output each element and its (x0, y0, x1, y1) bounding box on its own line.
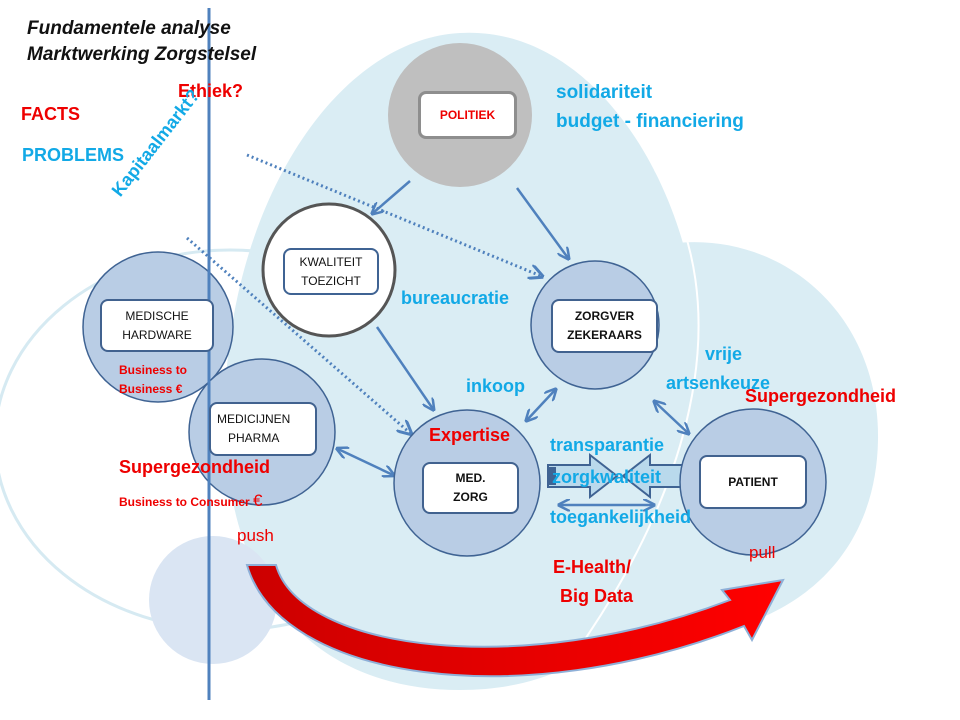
block-arrow-right (547, 452, 619, 500)
label-transparantie: transparantie (550, 435, 665, 455)
title-line-1: Fundamentele analyse (27, 18, 231, 39)
label-ehealth: E-Health/ (553, 557, 632, 577)
label-vrije: vrije (705, 344, 743, 364)
label-toegankelijkheid: toegankelijkheid (550, 507, 692, 527)
label-supergezondheid-left: Supergezondheid (119, 457, 271, 477)
label-inkoop: inkoop (466, 376, 525, 396)
label-budget-financiering: budget - financiering (556, 111, 744, 132)
title-line-2: Marktwerking Zorgstelsel (27, 44, 257, 65)
node-politiek: POLITIEK (418, 91, 517, 139)
main-background-blob (224, 32, 700, 691)
node-medicijnen-label: MEDICIJNEN PHARMA (217, 412, 291, 445)
arrow-politiek-kwaliteit (373, 180, 411, 213)
label-solidariteit: solidariteit (556, 82, 653, 103)
block-arrow-left (621, 452, 684, 500)
arrow-medicijnen-medzorg (338, 449, 393, 475)
label-zorgkwaliteit: zorgkwaliteit (552, 467, 662, 487)
label-artsenkeuze: artsenkeuze (666, 373, 771, 393)
label-big-data: Big Data (560, 586, 634, 606)
block-arrow-left-tail (548, 467, 556, 485)
legend-facts: FACTS (21, 104, 81, 124)
arrow-politiek-zorgverzekeraars (515, 187, 568, 258)
arrow-medzorg-zorgverzekeraars (527, 390, 555, 420)
label-b2b-line2: Business € (119, 382, 183, 396)
label-pull: pull (749, 543, 776, 562)
node-patient-label: PATIENT (728, 474, 778, 489)
node-medicijnen-pharma: MEDICIJNEN PHARMA (209, 402, 317, 456)
node-zorgverzekeraars-label: ZORGVER ZEKERAARS (567, 309, 642, 342)
label-expertise: Expertise (429, 425, 511, 445)
faded-circle (149, 536, 277, 664)
node-medische-hardware: MEDISCHE HARDWARE (100, 299, 214, 352)
node-patient: PATIENT (699, 455, 807, 509)
arrow-zorgverzekeraars-patient (655, 402, 688, 433)
label-b2b-line1: Business to (119, 363, 188, 377)
euro-sign: € (253, 491, 263, 510)
diagram-title: Fundamentele analyse Marktwerking Zorgst… (27, 16, 256, 68)
arrow-kwaliteit-medzorg (375, 326, 433, 409)
dotted-arrow-kapitaalmarkt-medzorg (186, 236, 410, 433)
push-pull-arrow (245, 564, 785, 678)
node-med-zorg: MED. ZORG (422, 462, 519, 514)
label-b2c: Business to Consumer € (119, 491, 263, 511)
node-hardware-label: MEDISCHE HARDWARE (122, 308, 192, 342)
node-medzorg-label: MED. ZORG (453, 471, 488, 504)
node-politiek-label: POLITIEK (439, 107, 496, 122)
label-ethiek: Ethiek? (178, 81, 244, 101)
node-kwaliteit-label: KWALITEIT TOEZICHT (299, 254, 363, 288)
label-supergezondheid-right: Supergezondheid (745, 386, 897, 406)
label-push: push (237, 526, 274, 545)
node-zorgverzekeraars: ZORGVER ZEKERAARS (551, 299, 658, 353)
node-kwaliteit-toezicht: KWALITEIT TOEZICHT (283, 248, 379, 295)
legend-problems: PROBLEMS (22, 145, 125, 165)
label-b2c-text: Business to Consumer (119, 495, 250, 509)
label-bureaucratie: bureaucratie (401, 288, 510, 308)
